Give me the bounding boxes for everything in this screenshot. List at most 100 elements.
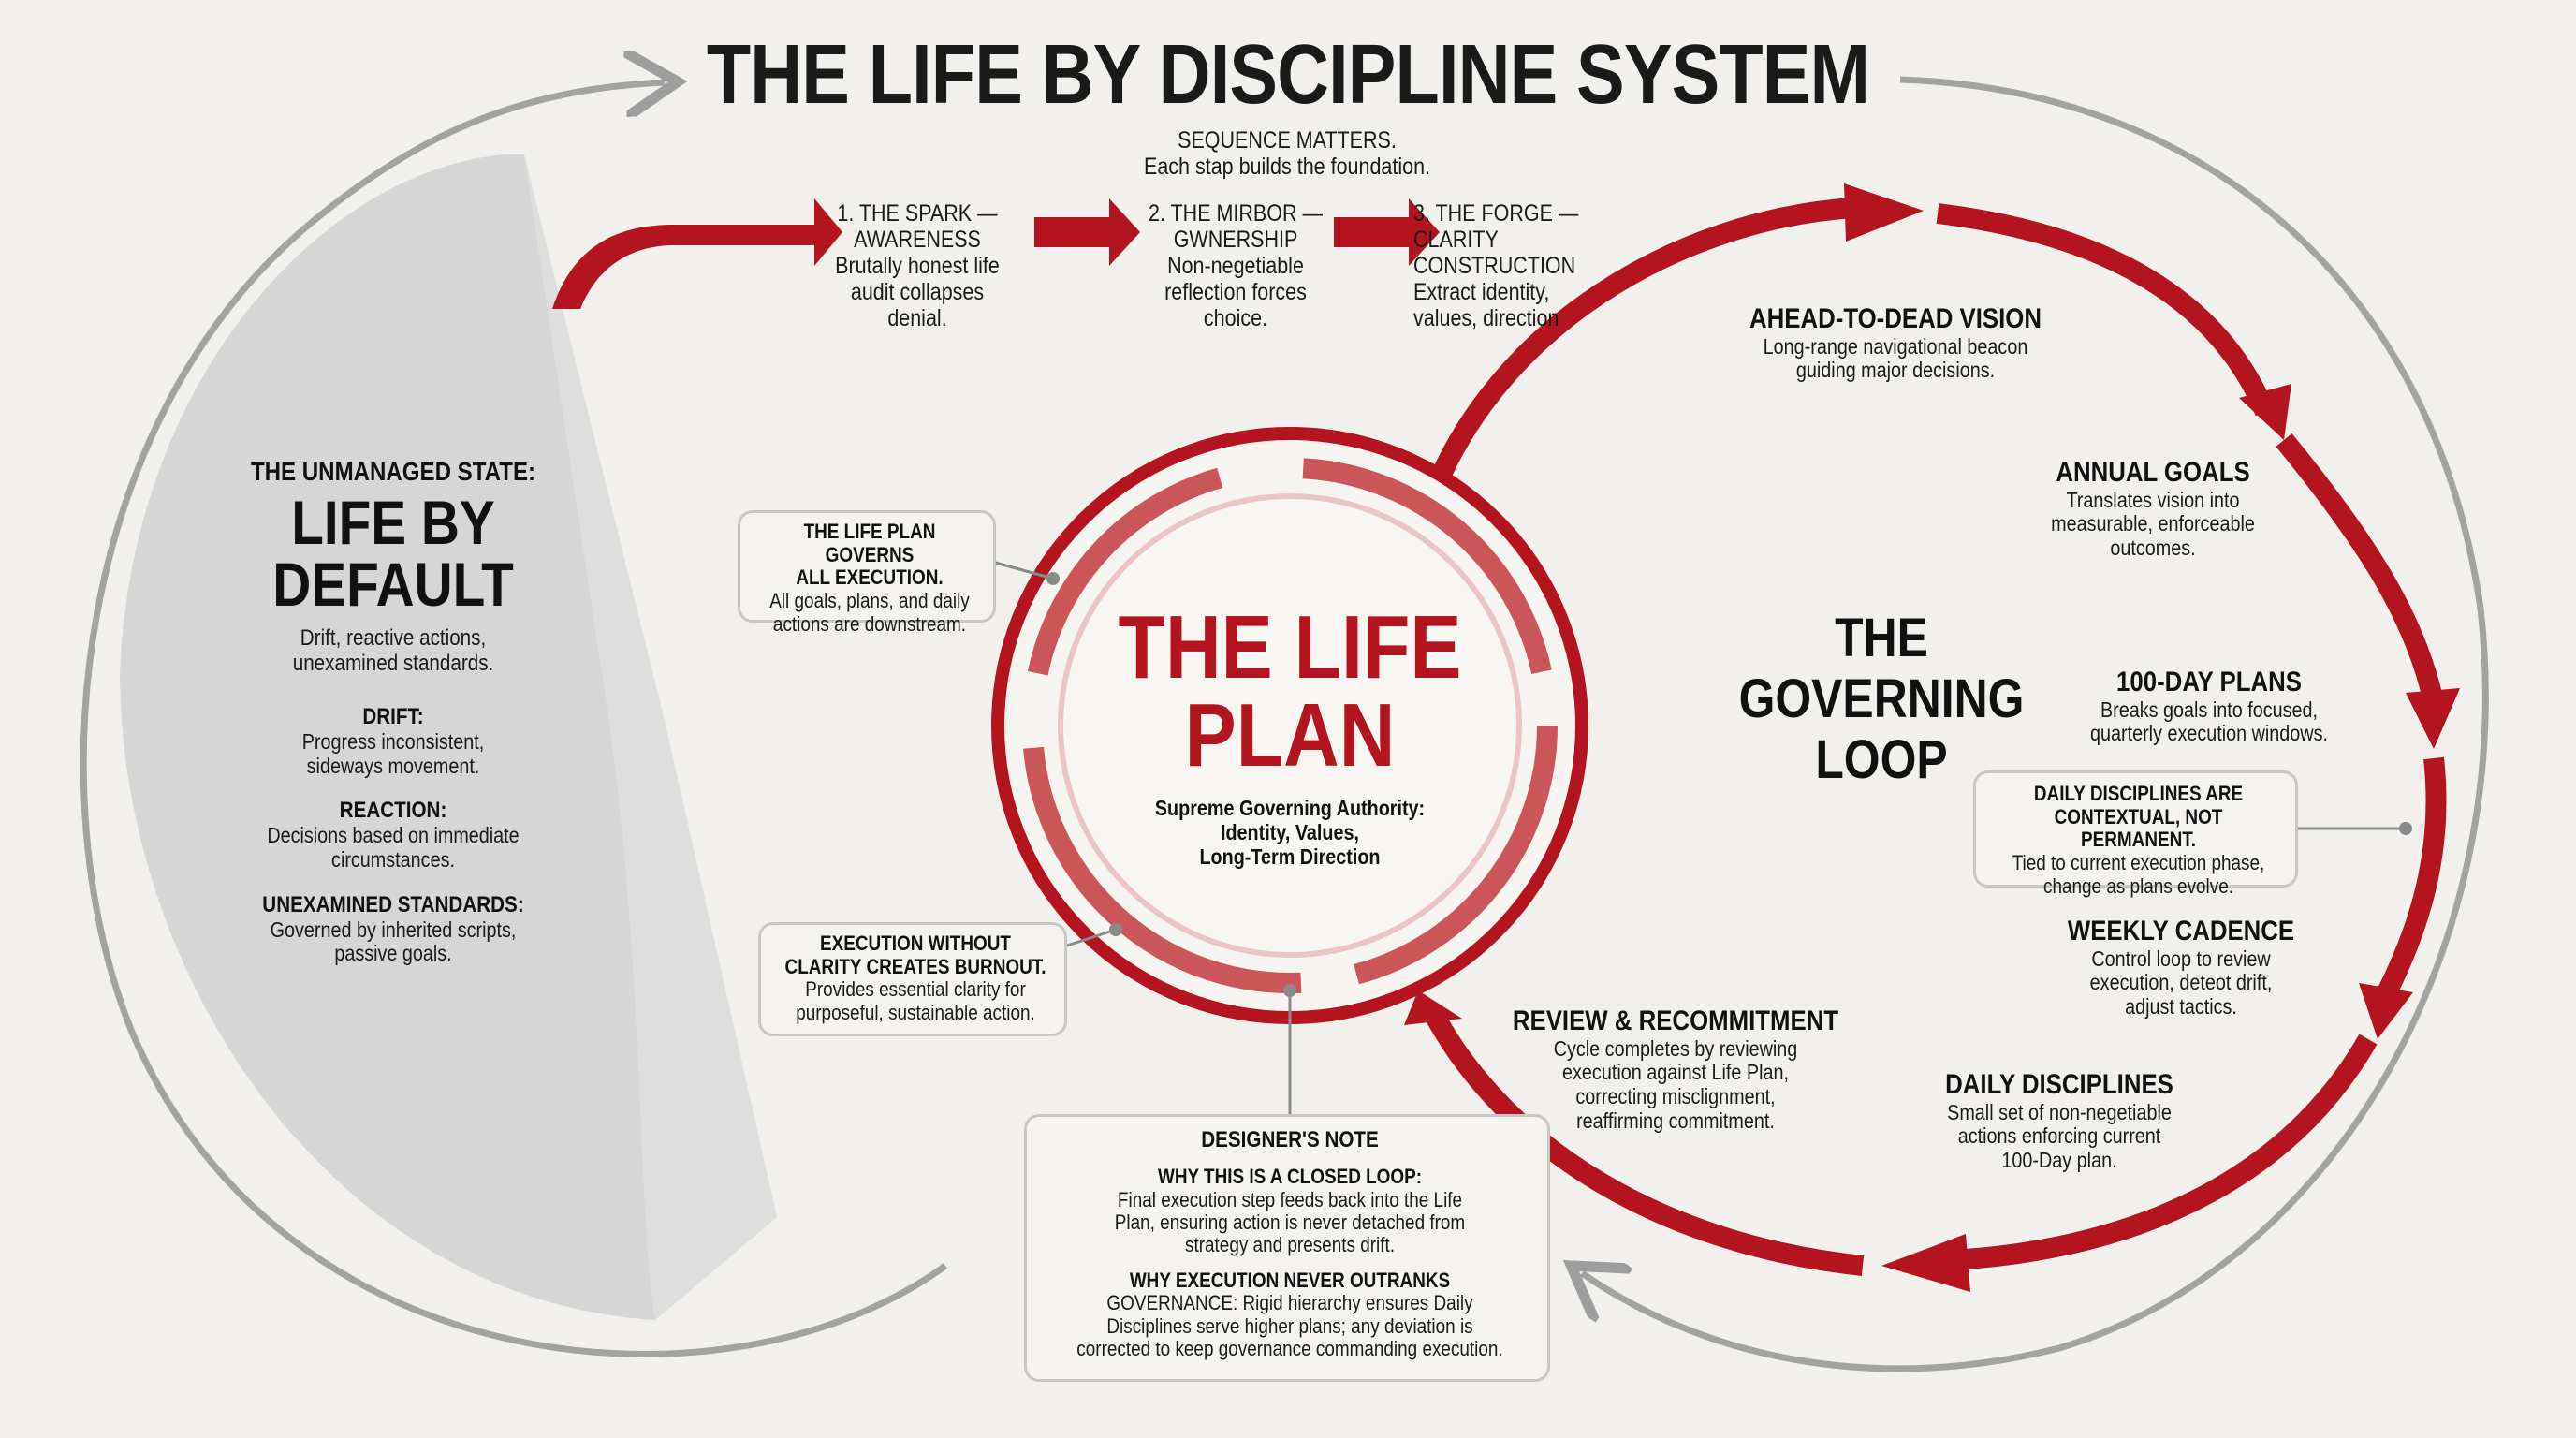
stage-vision: AHEAD-TO-DEAD VISION Long-range navigati… (1726, 303, 2064, 383)
unmanaged-desc-2: unexamined standards. (292, 651, 494, 677)
sequence-step-mirror: 2. THE MIRBOR — GWNERSHIP Non-negetiable… (1139, 200, 1332, 331)
stage-title: AHEAD-TO-DEAD VISION (1749, 303, 2042, 334)
stage-l2: guiding major decisions. (1795, 358, 1996, 383)
stage-daily-disciplines: DAILY DISCIPLINES Small set of non-neget… (1914, 1069, 2204, 1173)
life-plan-title-1: THE LIFE (1118, 597, 1462, 697)
stage-l3: 100-Day plan. (2001, 1148, 2117, 1173)
stage-title: ANNUAL GOALS (2056, 457, 2250, 488)
stage-title: WEEKLY CADENCE (2067, 916, 2295, 946)
life-plan-title-2: PLAN (1184, 685, 1396, 786)
note-q2-l2: Disciplines serve higher plans; any devi… (1106, 1313, 1473, 1338)
callout-governs-l1: THE LIFE PLAN GOVERNS (803, 520, 936, 566)
callout-burnout: EXECUTION WITHOUT CLARITY CREATES BURNOU… (758, 922, 1067, 1036)
stage-l2: execution, deteot drift, (2089, 970, 2273, 995)
stage-weekly-cadence: WEEKLY CADENCE Control loop to review ex… (2028, 916, 2334, 1020)
unmanaged-desc-1: Drift, reactive actions, (300, 625, 487, 652)
callout-burnout-l2: CLARITY CREATES BURNOUT. (784, 954, 1046, 978)
standards-l2: passive goals. (334, 941, 452, 966)
stage-review-recommitment: REVIEW & RECOMMITMENT Cycle completes by… (1506, 1005, 1844, 1134)
callout-burnout-l3: Provides essential clarity for (805, 977, 1026, 1002)
life-plan-circle (991, 427, 1588, 1024)
stage-l2: measurable, enforceable (2051, 511, 2255, 536)
drift-title: DRIFT: (362, 704, 424, 730)
step-title2: GWNERSHIP (1173, 227, 1298, 253)
loop-title-3: LOOP (1815, 728, 1948, 790)
stage-l1: Cycle completes by reviewing (1553, 1035, 1798, 1061)
note-q2-l1: GOVERNANCE: Rigid hierarchy ensures Dail… (1106, 1291, 1473, 1315)
stage-l1: Translates vision into (2066, 487, 2240, 512)
stage-l3: outcomes. (2110, 536, 2196, 561)
unmanaged-title-1: LIFE BY (291, 488, 495, 558)
connector-dot-governs (1046, 572, 1060, 585)
stage-l2: execution against Life Plan, (1562, 1060, 1789, 1085)
unmanaged-block: THE UNMANAGED STATE: LIFE BY DEFAULT Dri… (241, 457, 547, 966)
unmanaged-label: THE UNMANAGED STATE: (250, 457, 536, 486)
note-q1-l2: Plan, ensuring action is never detached … (1114, 1210, 1466, 1234)
step-body2: reflection forces choice. (1164, 279, 1307, 331)
step-title: 3. THE FORGE — (1413, 200, 1579, 227)
stage-title: DAILY DISCIPLINES (1945, 1069, 2174, 1100)
stage-l2: actions enforcing current (1957, 1123, 2161, 1149)
unmanaged-shade (120, 154, 777, 1320)
note-q1-l1: Final execution step feeds back into the… (1117, 1187, 1463, 1211)
callout-daily-l3: Tied to current execution phase, (2012, 850, 2265, 874)
stage-l4: reaffirming commitment. (1576, 1108, 1775, 1133)
stage-l2: quarterly execution windows. (2090, 721, 2328, 746)
callout-governs-l4: actions are downstream. (772, 611, 967, 636)
sequence-step-spark: 1. THE SPARK — AWARENESS Brutally honest… (821, 200, 1014, 331)
connector-dot-daily (2399, 822, 2412, 835)
stage-l3: correcting misclignment, (1575, 1084, 1776, 1109)
reaction-title: REACTION: (339, 798, 447, 824)
callout-governs-l2: ALL EXECUTION. (796, 565, 944, 590)
unmanaged-title-2: DEFAULT (272, 550, 514, 620)
callout-burnout-l4: purposeful, sustainable action. (796, 1000, 1035, 1024)
drift-l1: Progress inconsistent, (301, 728, 485, 754)
step-body2: values, direction (1413, 305, 1559, 331)
stage-l1: Control loop to review (2091, 946, 2271, 971)
stage-title: 100-DAY PLANS (2116, 667, 2302, 697)
life-plan-text: THE LIFE PLAN Supreme Governing Authorit… (1089, 597, 1491, 869)
callout-governs: THE LIFE PLAN GOVERNS ALL EXECUTION. All… (738, 510, 996, 635)
note-q1-l3: strategy and presents drift. (1184, 1232, 1396, 1256)
standards-title: UNEXAMINED STANDARDS: (262, 891, 524, 917)
stage-l1: Small set of non-negetiable (1947, 1099, 2172, 1124)
stage-title: REVIEW & RECOMMITMENT (1512, 1005, 1839, 1036)
callout-daily-contextual: DAILY DISCIPLINES ARE CONTEXTUAL, NOT PE… (1973, 770, 2298, 897)
sequence-heading: SEQUENCE MATTERS. (1178, 127, 1397, 154)
connector-dot-note (1283, 984, 1296, 997)
loop-title-1: THE (1835, 608, 1928, 668)
loop-title-2: GOVERNING (1738, 668, 2025, 729)
sequence-header: SEQUENCE MATTERS. Each stap builds the f… (1126, 127, 1448, 180)
sequence-subheading: Each stap builds the foundation. (1144, 154, 1430, 180)
page-title: THE LIFE BY DISCIPLINE SYSTEM (706, 28, 1870, 122)
reaction-l2: circumstances. (331, 847, 455, 873)
step-title2: AWARENESS (854, 227, 981, 253)
step-body2: audit collapses denial. (850, 279, 985, 331)
life-plan-sub-1: Supreme Governing Authority: (1154, 796, 1426, 821)
drift-l2: sideways movement. (306, 753, 480, 778)
unmanaged-shade-light (524, 154, 777, 1320)
outer-gray-arrow-top-left (80, 82, 948, 1357)
reaction-l1: Decisions based on immediate (267, 823, 520, 848)
step-body: Extract identity, (1413, 279, 1550, 305)
note-q2-title: WHY EXECUTION NEVER OUTRANKS (1129, 1269, 1451, 1293)
note-q2-l3: corrected to keep governance commanding … (1076, 1336, 1503, 1360)
step-body: Brutally honest life (835, 253, 1000, 279)
callout-daily-l1: DAILY DISCIPLINES ARE (2033, 782, 2244, 805)
connector-dot-burnout (1109, 923, 1122, 936)
outer-gray-arrow-right (1582, 76, 2489, 1372)
stage-l1: Long-range navigational beacon (1763, 333, 2028, 359)
governing-loop-ring (1404, 183, 2460, 1292)
life-plan-sub-2: Identity, Values, (1220, 819, 1360, 844)
note-heading: DESIGNER'S NOTE (1201, 1127, 1379, 1152)
connector-governs (991, 560, 1054, 580)
connector-burnout (1066, 928, 1117, 947)
stage-100-day-plans: 100-DAY PLANS Breaks goals into focused,… (2048, 667, 2370, 746)
stage-l3: adjust tactics. (2125, 994, 2237, 1020)
sequence-arrow-2 (1034, 198, 1140, 266)
sequence-arrow-entry (552, 198, 842, 309)
stage-l1: Breaks goals into focused, (2100, 697, 2319, 722)
callout-burnout-l1: EXECUTION WITHOUT (820, 932, 1011, 955)
callout-daily-l4: change as plans evolve. (2042, 873, 2234, 898)
